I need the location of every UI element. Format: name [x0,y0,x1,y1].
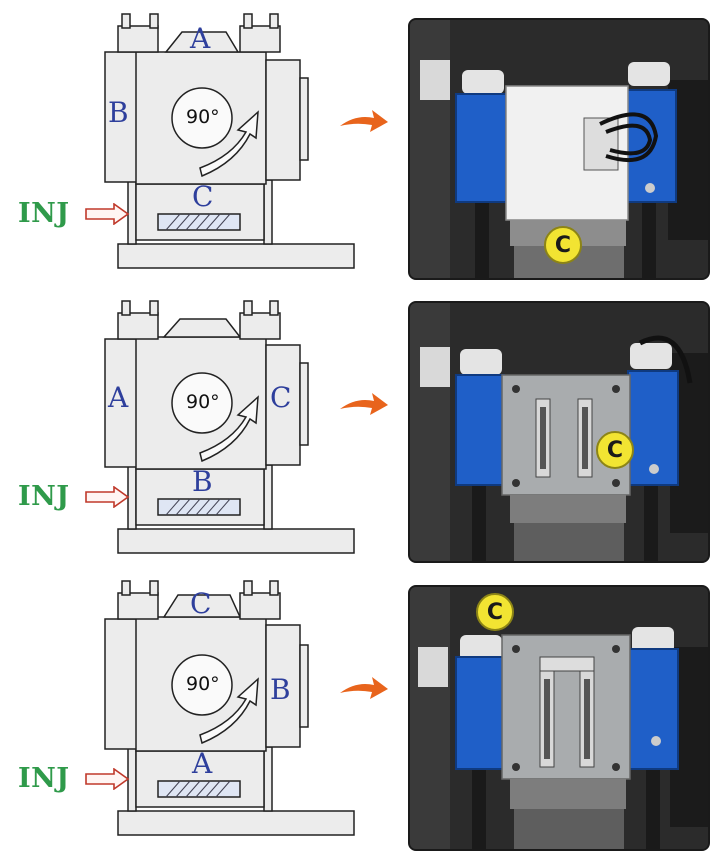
bottom-face-label: B [192,465,213,498]
injection-arrow-icon [85,768,130,790]
right-face-label: B [270,673,291,706]
machine-photo-2-drawing [410,303,708,561]
machine-photo-2: C [408,301,710,563]
bottom-face-label: A [192,747,213,780]
mold-diagram-2: 90° A C B INJ [0,283,380,567]
transition-arrow-icon [340,110,388,132]
transition-arrow-icon [340,677,388,699]
injection-arrow-icon [85,203,130,225]
inj-label: INJ [18,198,70,229]
stage-2: 90° A C B INJ [0,283,720,567]
left-face-label: A [108,381,129,414]
top-face-label: C [190,587,212,620]
rotation-angle-label: 90° [186,106,220,128]
mold-diagram-1-drawing [104,13,355,269]
rotation-arrow-icon [199,395,259,463]
mold-diagram-1: 90° A B C INJ [0,0,380,284]
machine-photo-1: C [408,18,710,280]
machine-photo-3-drawing [410,587,708,849]
mold-diagram-3: 90° C B A INJ [0,567,380,851]
stage-3: 90° C B A INJ [0,567,720,851]
rotation-arrow-icon [199,677,259,745]
rotation-arrow-icon [199,110,259,178]
right-face-label: C [270,381,292,414]
top-face-label: A [190,22,211,55]
mold-diagram-2-drawing [104,300,355,554]
injection-arrow-icon [85,486,130,508]
photo-badge: C [544,226,582,264]
photo-badge: C [476,593,514,631]
rotation-angle-label: 90° [186,391,220,413]
photo-badge: C [596,431,634,469]
transition-arrow-icon [340,393,388,415]
inj-label: INJ [18,481,70,512]
bottom-face-label: C [192,180,214,213]
mold-diagram-3-drawing [104,580,355,836]
left-face-label: B [108,96,129,129]
rotation-angle-label: 90° [186,673,220,695]
inj-label: INJ [18,763,70,794]
machine-photo-3: C [408,585,710,851]
stage-1: 90° A B C INJ C [0,0,720,284]
